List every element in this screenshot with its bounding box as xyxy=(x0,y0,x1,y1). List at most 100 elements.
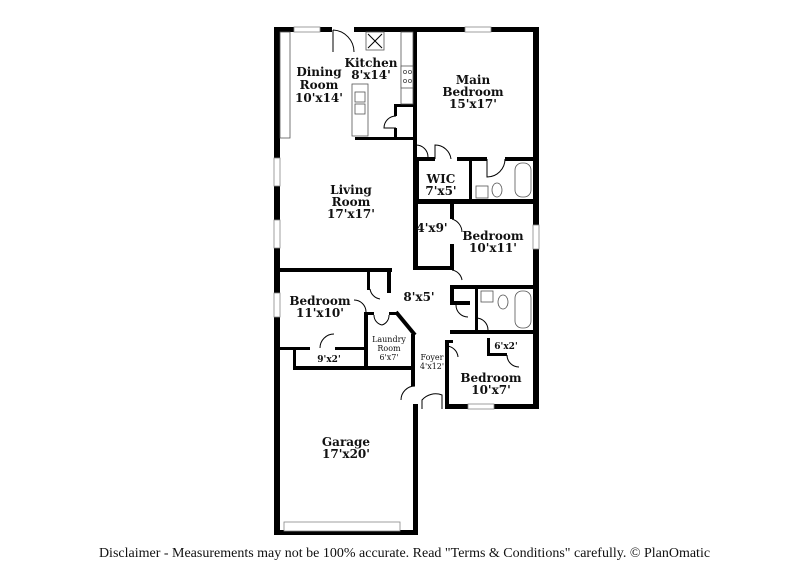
closet-door xyxy=(506,354,520,368)
svg-text:4'x9': 4'x9' xyxy=(416,221,447,235)
foyer-size: 4'x12' xyxy=(420,362,444,371)
bedroom-2-size: 10'x11' xyxy=(469,241,517,255)
bedroom-3-size: 11'x10' xyxy=(296,306,344,320)
wic-bath-divider xyxy=(469,157,472,201)
main-bedroom-label: Main xyxy=(456,73,491,87)
laundry-room-label-2: Room xyxy=(377,344,401,353)
linen-wall xyxy=(450,301,470,305)
closet-9x2-wall-top xyxy=(274,347,310,350)
wic-size: 7'x5' xyxy=(425,184,456,198)
bedroom4-door xyxy=(446,345,459,358)
svg-text:4'x12': 4'x12' xyxy=(420,362,444,371)
window xyxy=(273,292,281,318)
svg-text:Room: Room xyxy=(377,344,401,353)
closet-9x2-size: 9'x2' xyxy=(317,355,340,365)
closet-4x9-wall-bottom xyxy=(413,266,453,270)
svg-text:Room: Room xyxy=(300,78,339,92)
svg-text:15'x17': 15'x17' xyxy=(449,97,497,111)
outer-wall-left xyxy=(274,27,280,535)
svg-text:Kitchen: Kitchen xyxy=(345,56,398,70)
bedroom4-wall-top xyxy=(445,340,453,343)
svg-text:Bedroom: Bedroom xyxy=(462,229,523,243)
living-room-size: 17'x17' xyxy=(327,207,375,221)
living-room-label: Living xyxy=(330,183,372,197)
kitchen-label: Kitchen xyxy=(345,56,398,70)
garage-size: 17'x20' xyxy=(322,447,370,461)
bedroom2-wall-left xyxy=(450,244,454,270)
hall-size: 8'x5' xyxy=(403,290,434,304)
burner-icon xyxy=(407,70,412,75)
svg-text:8'x5': 8'x5' xyxy=(403,290,434,304)
disclaimer-text: Disclaimer - Measurements may not be 100… xyxy=(98,546,711,561)
laundry-room-label: Laundry xyxy=(372,335,406,344)
laundry-wall-right xyxy=(411,334,415,386)
bedroom-3-label: Bedroom xyxy=(289,294,350,308)
bedroom3-door xyxy=(353,299,367,313)
hall-door xyxy=(415,144,429,158)
laundry-wall-top xyxy=(389,312,397,315)
closet-door xyxy=(451,218,463,233)
svg-text:6'x2': 6'x2' xyxy=(494,342,517,352)
dining-counter xyxy=(279,31,291,139)
burner-icon xyxy=(407,79,412,84)
living-room-label-2: Room xyxy=(332,195,371,209)
svg-text:Garage: Garage xyxy=(322,435,371,449)
door-gap xyxy=(332,25,354,34)
closet-9x2-wall-top xyxy=(335,347,365,350)
closet-9x2-wall-bottom xyxy=(293,366,413,370)
svg-text:Main: Main xyxy=(456,73,491,87)
laundry-wall-top xyxy=(366,312,374,315)
bedroom3-wall-right xyxy=(364,312,368,367)
hallbath-door xyxy=(475,317,489,331)
bedroom-4-size: 10'x7' xyxy=(471,383,511,397)
stove xyxy=(400,65,414,89)
closet-wall xyxy=(367,268,370,290)
bath-wall-top xyxy=(505,157,535,161)
bath-sink xyxy=(475,185,489,199)
window xyxy=(464,26,492,33)
toilet xyxy=(497,294,509,310)
hallbath-wall-top xyxy=(450,285,535,289)
svg-text:Room: Room xyxy=(332,195,371,209)
bedroom4-wall-left xyxy=(445,340,449,408)
bedroom3-wall-top xyxy=(274,268,392,272)
pantry-door xyxy=(383,115,397,129)
window xyxy=(273,219,281,249)
window xyxy=(273,157,281,187)
svg-text:Living: Living xyxy=(330,183,372,197)
svg-text:11'x10': 11'x10' xyxy=(296,306,344,320)
wic-label: WIC xyxy=(426,172,456,186)
wic-wall-left xyxy=(413,157,419,203)
toilet xyxy=(491,182,503,198)
main-bedroom-size: 15'x17' xyxy=(449,97,497,111)
linen-door xyxy=(455,304,469,318)
garage-door xyxy=(283,521,401,532)
svg-text:17'x17': 17'x17' xyxy=(327,207,375,221)
bedroom2-door xyxy=(451,269,463,281)
kitchen-pantry-wall xyxy=(394,104,416,107)
front-door-gap xyxy=(422,404,444,409)
svg-text:6'x7': 6'x7' xyxy=(379,353,398,362)
closet-door xyxy=(319,333,335,349)
closet-wall xyxy=(387,268,391,293)
dining-room-label-2: Room xyxy=(300,78,339,92)
svg-text:10'x14': 10'x14' xyxy=(295,91,343,105)
fridge-icon xyxy=(367,33,383,49)
svg-text:Bedroom: Bedroom xyxy=(442,85,503,99)
sink xyxy=(354,91,366,103)
dining-room-label: Dining xyxy=(296,65,342,79)
garage-label: Garage xyxy=(322,435,371,449)
kitchen-pantry-wall xyxy=(394,128,397,140)
svg-text:WIC: WIC xyxy=(426,172,456,186)
wic-wall-top xyxy=(413,157,435,161)
svg-text:10'x7': 10'x7' xyxy=(471,383,511,397)
closet-6x2-size: 6'x2' xyxy=(494,342,517,352)
hallbath-wall-left xyxy=(450,285,454,303)
laundry-wall-angled xyxy=(394,310,417,337)
svg-text:8'x14': 8'x14' xyxy=(351,68,391,82)
kitchen-pantry-wall xyxy=(355,137,416,140)
wic-door xyxy=(434,144,452,160)
outer-wall-right xyxy=(533,27,539,409)
bath-door xyxy=(486,158,506,178)
hallbath-wall-bottom xyxy=(450,330,535,334)
